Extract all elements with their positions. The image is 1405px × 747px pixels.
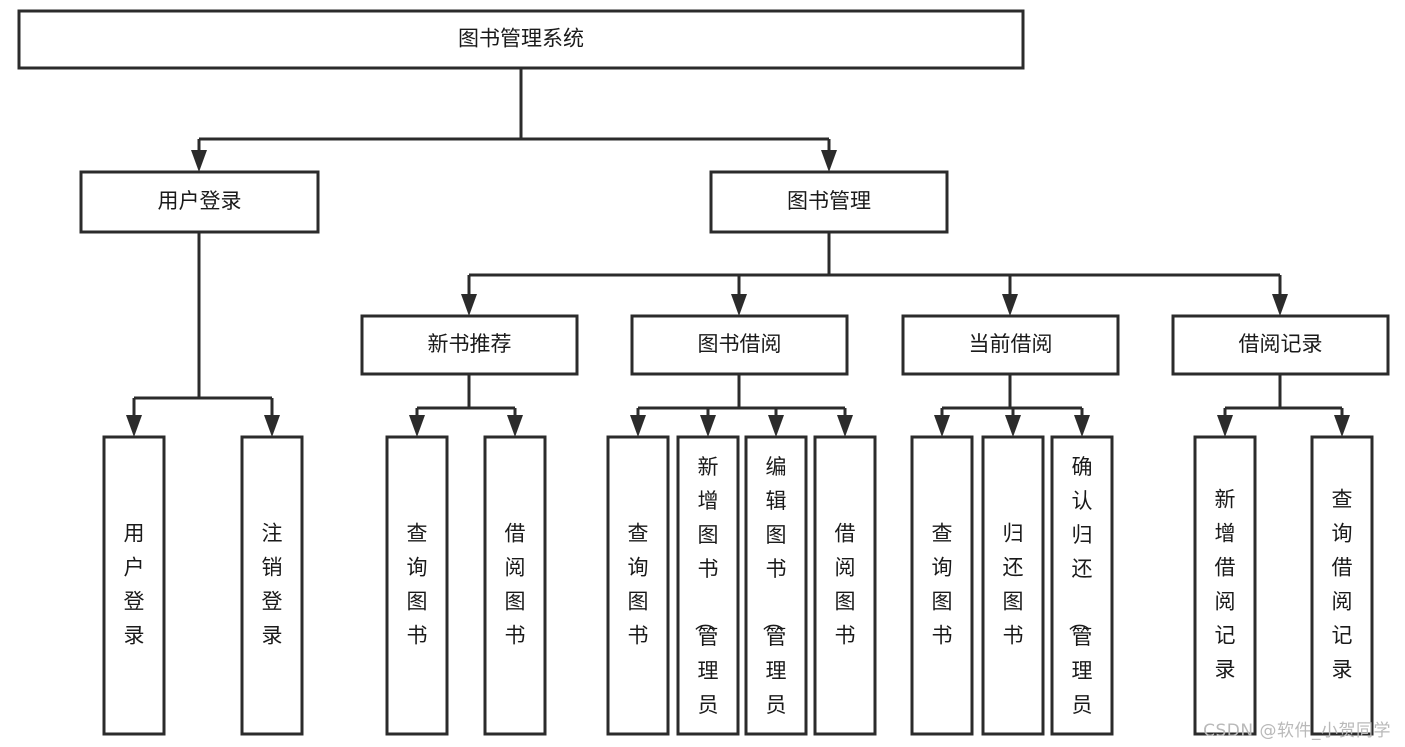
node-box[interactable] [606,435,670,736]
connector-arrowhead [1005,415,1021,437]
node-l-2[interactable]: 注销登录 [240,435,304,736]
connector-arrowhead [507,415,523,437]
connector-arrowhead [1002,294,1018,316]
node-box[interactable] [360,314,579,376]
node-label: 新书推荐 [428,332,512,356]
node-n-borrow[interactable]: 图书借阅 [630,314,849,376]
connector-arrowhead [630,415,646,437]
connector-group-root [191,68,837,172]
connector-arrowhead [1217,415,1233,437]
node-box[interactable] [79,170,320,234]
node-box[interactable] [240,435,304,736]
connector-arrowhead [264,415,280,437]
node-box[interactable] [102,435,166,736]
node-label: 借阅记录 [1239,332,1323,356]
node-label: 用户登录 [158,189,242,213]
node-box[interactable] [744,435,808,736]
node-l-1[interactable]: 用户登录 [102,435,166,736]
connector-arrowhead [461,294,477,316]
nodes-layer: 图书管理系统用户登录图书管理新书推荐图书借阅当前借阅借阅记录用户登录注销登录查询… [17,9,1390,747]
node-n-record[interactable]: 借阅记录 [1171,314,1390,376]
node-box[interactable] [1050,435,1114,736]
node-label: 借阅图书 [835,522,856,648]
node-n-current[interactable]: 当前借阅 [901,314,1120,376]
node-label: 借阅图书 [505,522,526,648]
node-label: 归还图书 [1003,522,1024,648]
node-box[interactable] [813,435,877,736]
node-label: 新增图书（管理员） [693,455,719,747]
connector-arrowhead [700,415,716,437]
connector-group-n-login [126,232,280,437]
node-label: 新增借阅记录 [1215,488,1236,682]
node-box[interactable] [1193,435,1257,736]
node-n-login[interactable]: 用户登录 [79,170,320,234]
connector-arrowhead [1334,415,1350,437]
node-l-5[interactable]: 查询图书 [606,435,670,736]
node-box[interactable] [910,435,974,736]
node-label: 用户登录 [124,522,145,648]
connector-group-n-newbook [409,374,523,437]
node-label: 当前借阅 [969,332,1053,356]
node-box[interactable] [483,435,547,736]
connector-arrowhead [1074,415,1090,437]
node-l-6[interactable]: 新增图书（管理员） [676,435,740,747]
connector-arrowhead [768,415,784,437]
node-l-9[interactable]: 查询图书 [910,435,974,736]
node-label: 查询图书 [407,522,428,648]
node-l-7[interactable]: 编辑图书（管理员） [744,435,808,747]
node-box[interactable] [17,9,1025,70]
connector-group-n-record [1217,374,1350,437]
node-box[interactable] [630,314,849,376]
node-l-10[interactable]: 归还图书 [981,435,1045,736]
node-box[interactable] [1310,435,1374,736]
node-box[interactable] [709,170,949,234]
node-l-13[interactable]: 查询借阅记录 [1310,435,1374,736]
connector-group-n-bookmgr [461,232,1288,316]
node-l-8[interactable]: 借阅图书 [813,435,877,736]
node-box[interactable] [676,435,740,736]
node-n-newbook[interactable]: 新书推荐 [360,314,579,376]
node-l-12[interactable]: 新增借阅记录 [1193,435,1257,736]
connector-arrowhead [126,415,142,437]
connector-arrowhead [837,415,853,437]
node-box[interactable] [385,435,449,736]
connectors-layer [126,68,1350,437]
connector-group-n-borrow [630,374,853,437]
node-label: 图书管理系统 [458,27,584,51]
connector-group-n-current [934,374,1090,437]
node-l-11[interactable]: 确认归还（管理员） [1050,435,1114,747]
node-box[interactable] [1171,314,1390,376]
node-label: 注销登录 [262,522,283,648]
node-label: 确认归还（管理员） [1067,455,1093,747]
connector-arrowhead [409,415,425,437]
node-box[interactable] [981,435,1045,736]
node-label: 编辑图书（管理员） [761,455,787,747]
node-label: 图书管理 [787,189,871,213]
node-label: 查询借阅记录 [1332,488,1353,682]
connector-arrowhead [731,294,747,316]
connector-arrowhead [821,150,837,172]
connector-arrowhead [191,150,207,172]
node-l-3[interactable]: 查询图书 [385,435,449,736]
node-label: 查询图书 [932,522,953,648]
node-label: 查询图书 [628,522,649,648]
node-n-bookmgr[interactable]: 图书管理 [709,170,949,234]
connector-arrowhead [1272,294,1288,316]
node-l-4[interactable]: 借阅图书 [483,435,547,736]
node-label: 图书借阅 [698,332,782,356]
connector-arrowhead [934,415,950,437]
node-root[interactable]: 图书管理系统 [17,9,1025,70]
node-box[interactable] [901,314,1120,376]
